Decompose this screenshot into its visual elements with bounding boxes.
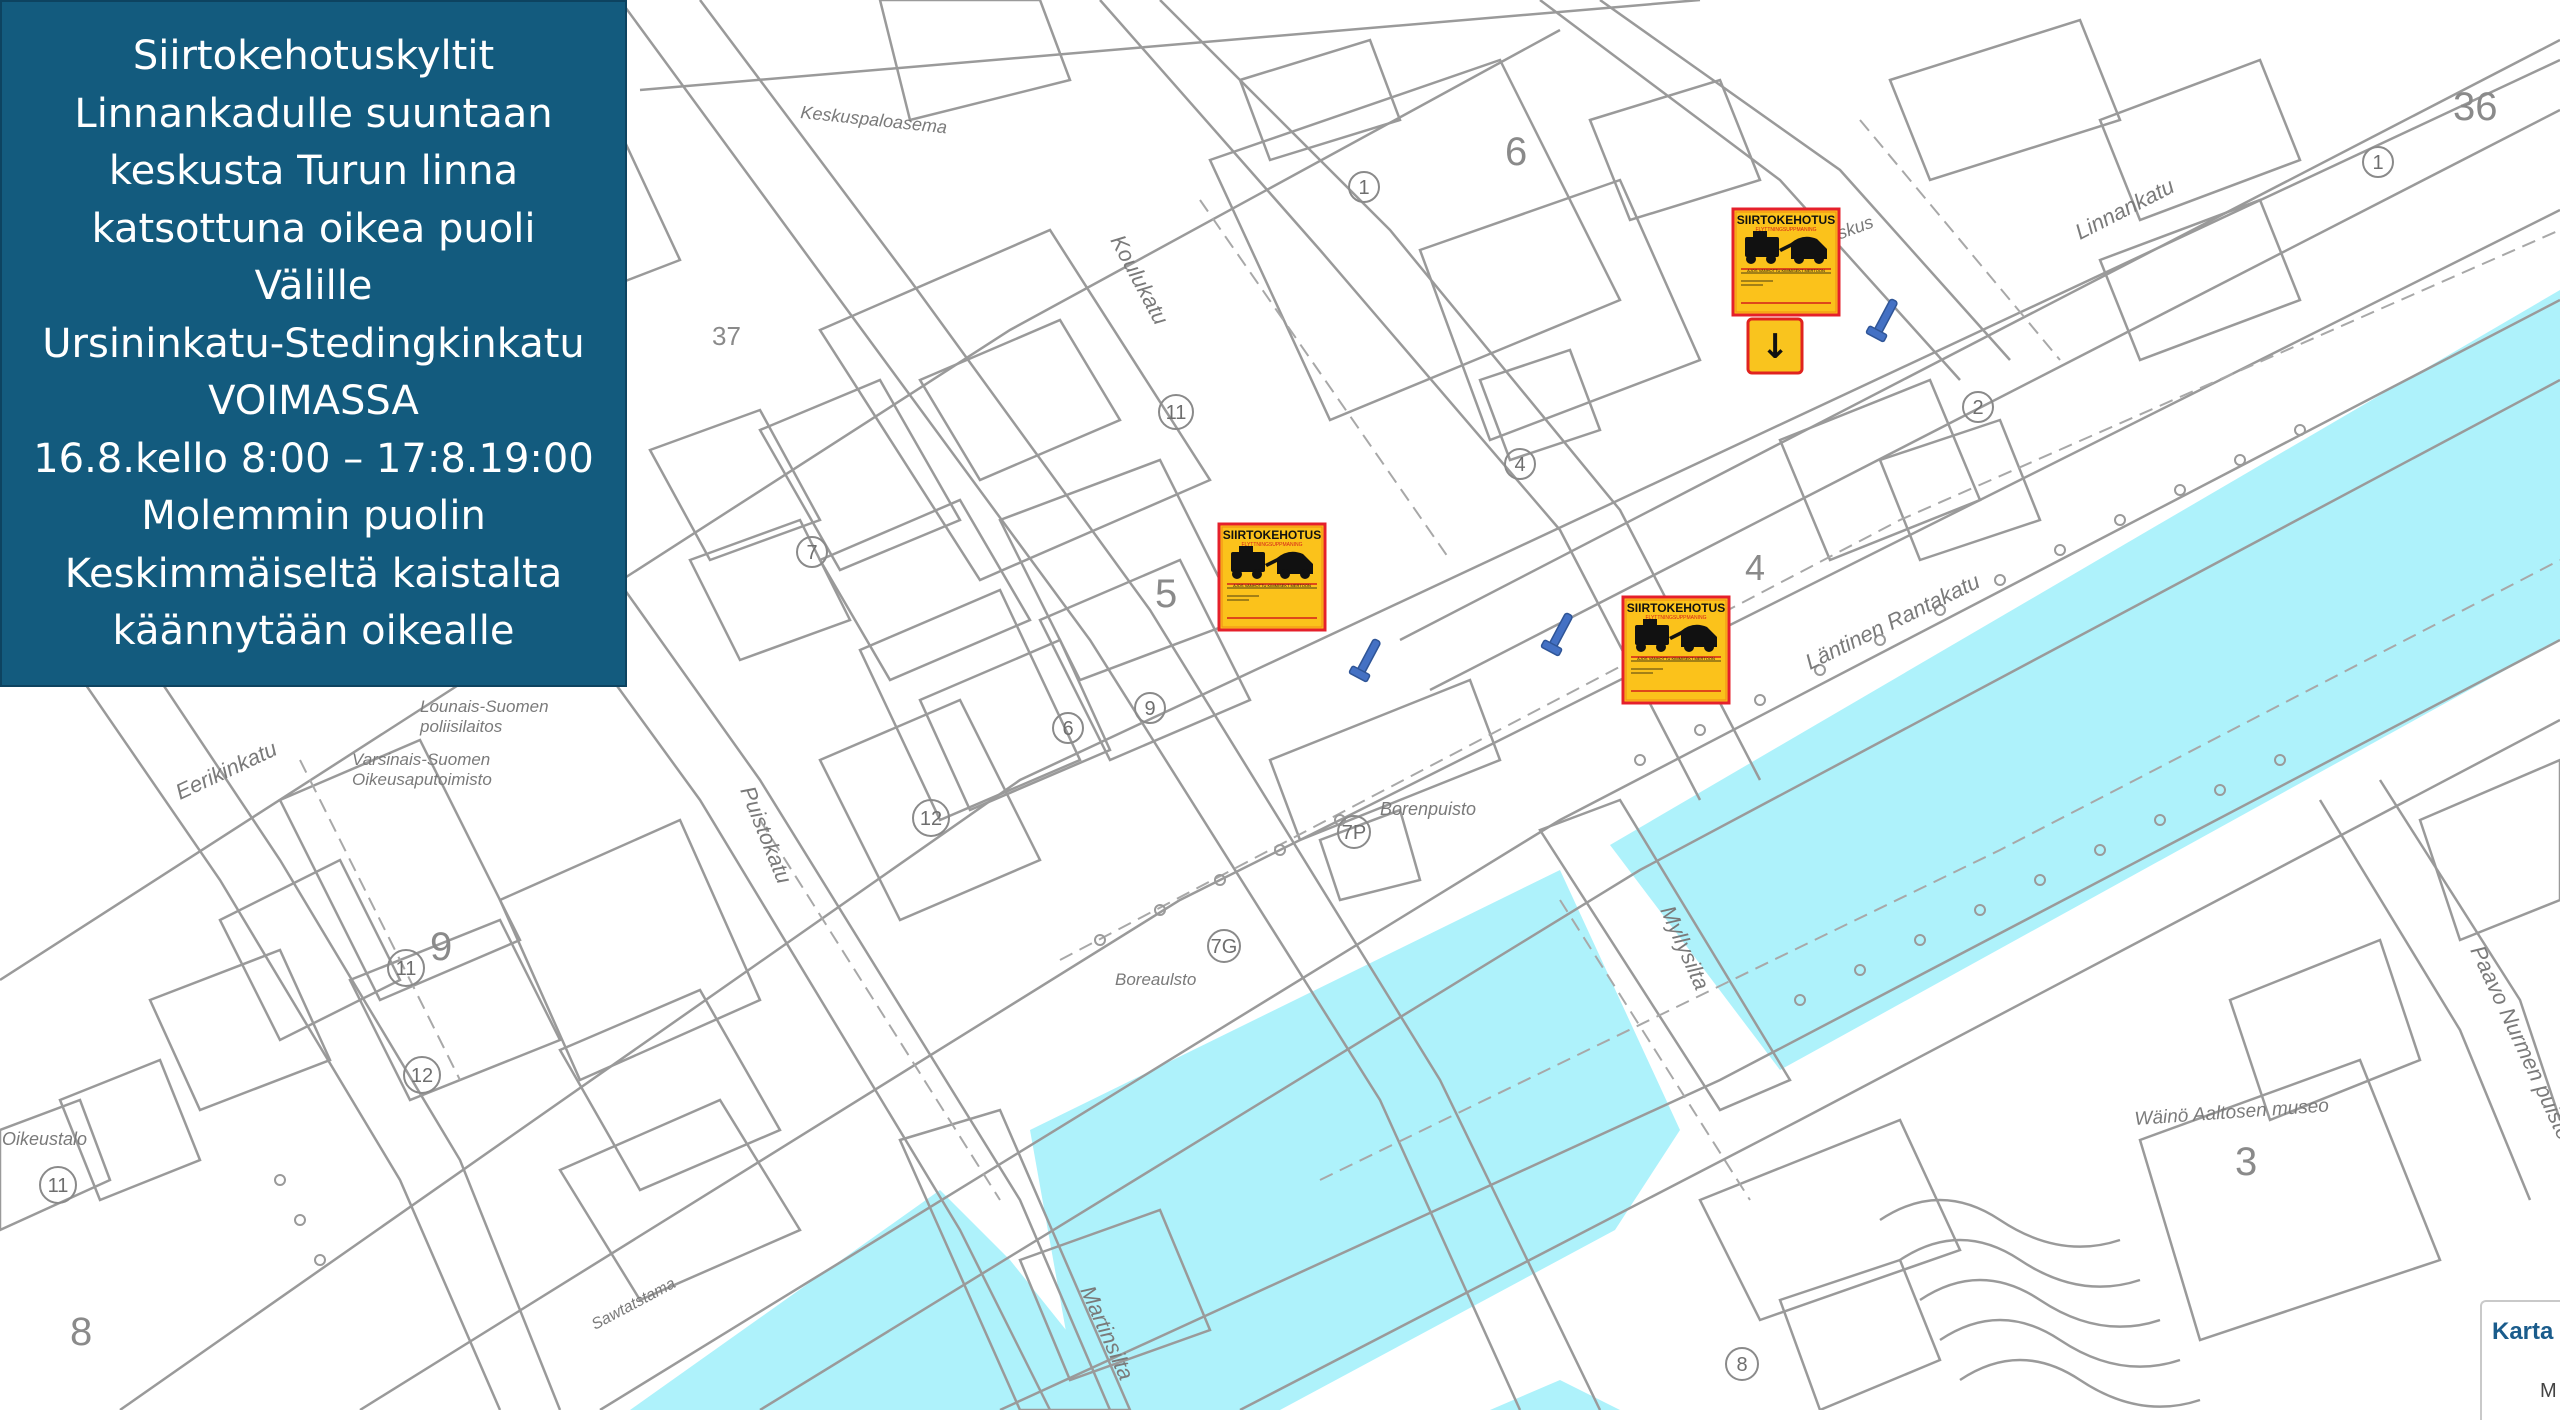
sign-location-markers xyxy=(1348,296,1903,683)
plot-number: 4 xyxy=(1514,454,1525,476)
legend-tab-title: Karta xyxy=(2492,1318,2554,1345)
place-label-keskuspaloasema: Keskuspaloasema xyxy=(800,102,948,137)
info-line: Molemmin puolin xyxy=(141,493,486,539)
tow-sign-title: SIIRTOKEHOTUS xyxy=(1737,213,1835,227)
info-line: katsottuna oikea puoli xyxy=(91,205,536,252)
plot-numbers xyxy=(39,146,2394,1381)
plot-number: 8 xyxy=(1736,1354,1747,1376)
block-number: 4 xyxy=(1745,547,1765,588)
block-number: 5 xyxy=(1155,572,1177,616)
map-dashed-lines xyxy=(299,119,2560,1201)
info-line: VOIMASSA xyxy=(208,378,419,424)
tow-sign-subtitle: FLYTTNINGSUPPMANING xyxy=(1755,227,1816,233)
plot-number: 11 xyxy=(396,958,417,980)
place-label-oikeusaputoimisto-1: Varsinais-Suomen xyxy=(352,750,490,769)
info-panel: Siirtokehotuskyltit Linnankadulle suunta… xyxy=(0,0,627,687)
plot-number: 11 xyxy=(48,1175,69,1197)
sign-marker-3[interactable] xyxy=(1348,636,1386,683)
river-channel-middle xyxy=(1030,870,1680,1410)
place-label-oikeustalo: Oikeustalo xyxy=(2,1129,87,1149)
place-label-waino-aaltosen-museo: Wäinö Aaltosen museo xyxy=(2134,1095,2330,1130)
block-number: 8 xyxy=(70,1310,92,1354)
tow-sign-notice: AJOS VANHOTTU KIMMISEKT MERTOON xyxy=(1637,656,1715,661)
place-label-oikeusaputoimisto-2: Oikeusaputoimisto xyxy=(352,770,492,789)
plot-number: 7G xyxy=(1211,936,1238,958)
map-legend-tab[interactable]: Karta M xyxy=(2480,1300,2560,1420)
arrow-down-sign[interactable]: ↓ xyxy=(1746,317,1804,375)
tow-sign-1[interactable]: SIIRTOKEHOTUS FLYTTNINGSUPPMANING AJOS V… xyxy=(1731,207,1841,317)
block-number: 36 xyxy=(2453,85,2498,129)
plot-number: 2 xyxy=(1972,397,1983,419)
sign-marker-1[interactable] xyxy=(1865,296,1903,343)
block-number: 3 xyxy=(2235,1140,2257,1184)
block-number: 6 xyxy=(1505,130,1527,174)
info-line: keskusta Turun linna xyxy=(108,148,519,194)
river-bank-strip xyxy=(1490,1380,1620,1410)
street-label-eerikinkatu: Eerikinkatu xyxy=(172,736,281,805)
info-line: Välille xyxy=(254,263,373,309)
tow-sign-3[interactable]: SIIRTOKEHOTUS FLYTTNINGSUPPMANING AJOS V… xyxy=(1621,595,1731,705)
tow-sign-title: SIIRTOKEHOTUS xyxy=(1223,528,1321,542)
plot-number: 12 xyxy=(920,808,942,830)
info-line: Linnankadulle suuntaan xyxy=(74,90,553,137)
plot-number: 1 xyxy=(1358,177,1369,199)
block-number: 37 xyxy=(712,321,741,351)
water-areas xyxy=(630,290,2560,1410)
arrow-down-icon: ↓ xyxy=(1761,327,1790,367)
tow-sign-subtitle: FLYTTNINGSUPPMANING xyxy=(1645,615,1706,621)
river-channel-left xyxy=(630,1190,1130,1410)
plot-number-labels: 1 4 11 6 9 12 2 7 11 12 11 7P 7G 8 1 xyxy=(48,152,2384,1376)
legend-tab-sub: M xyxy=(2540,1380,2557,1402)
street-label-paavo-nurmen: Paavo Nurmen puistotie xyxy=(2465,942,2560,1165)
info-line: 16.8.kello 8:00 – 17:8.19:00 xyxy=(33,435,594,482)
block-numbers: 36 6 5 9 8 3 4 37 xyxy=(70,85,2498,1354)
plot-number: 12 xyxy=(411,1065,433,1087)
place-label-poliisilaitos-2: poliisilaitos xyxy=(419,717,503,736)
tow-sign-notice: AJOS VANHOTTU KIMMISEKT MERTOON xyxy=(1747,268,1825,273)
plot-number: 7 xyxy=(806,542,817,564)
place-label-borenpuisto: Borenpuisto xyxy=(1380,799,1476,819)
tow-sign-subtitle: FLYTTNINGSUPPMANING xyxy=(1241,542,1302,548)
info-line: Keskimmäiseltä kaistalta xyxy=(64,550,563,597)
place-label-boreaulsto: Boreaulsto xyxy=(1115,970,1196,989)
info-line: Ursininkatu-Stedingkinkatu xyxy=(42,320,585,367)
plot-number: 9 xyxy=(1144,698,1155,720)
plot-number: 6 xyxy=(1062,718,1073,740)
info-line: Siirtokehotuskyltit xyxy=(132,33,495,79)
tow-sign-2[interactable]: SIIRTOKEHOTUS FLYTTNINGSUPPMANING AJOS V… xyxy=(1217,522,1327,632)
block-number: 9 xyxy=(430,925,452,969)
tow-sign-title: SIIRTOKEHOTUS xyxy=(1627,601,1725,615)
plot-number: 1 xyxy=(2372,152,2383,174)
river-aura-main xyxy=(1610,290,2560,1070)
sign-marker-2[interactable] xyxy=(1540,610,1578,657)
tree-dots xyxy=(274,424,2306,1266)
plot-number: 11 xyxy=(1166,402,1187,424)
place-label-poliisilaitos-1: Lounais-Suomen xyxy=(420,697,549,716)
plot-number: 7P xyxy=(1342,822,1366,844)
info-line: käännytään oikealle xyxy=(112,608,515,654)
place-label-sawtatstama: Sawtatstama xyxy=(589,1275,679,1333)
tow-sign-notice: AJOS VANHOTTU KIMMISEKT MERTOON xyxy=(1233,583,1311,588)
